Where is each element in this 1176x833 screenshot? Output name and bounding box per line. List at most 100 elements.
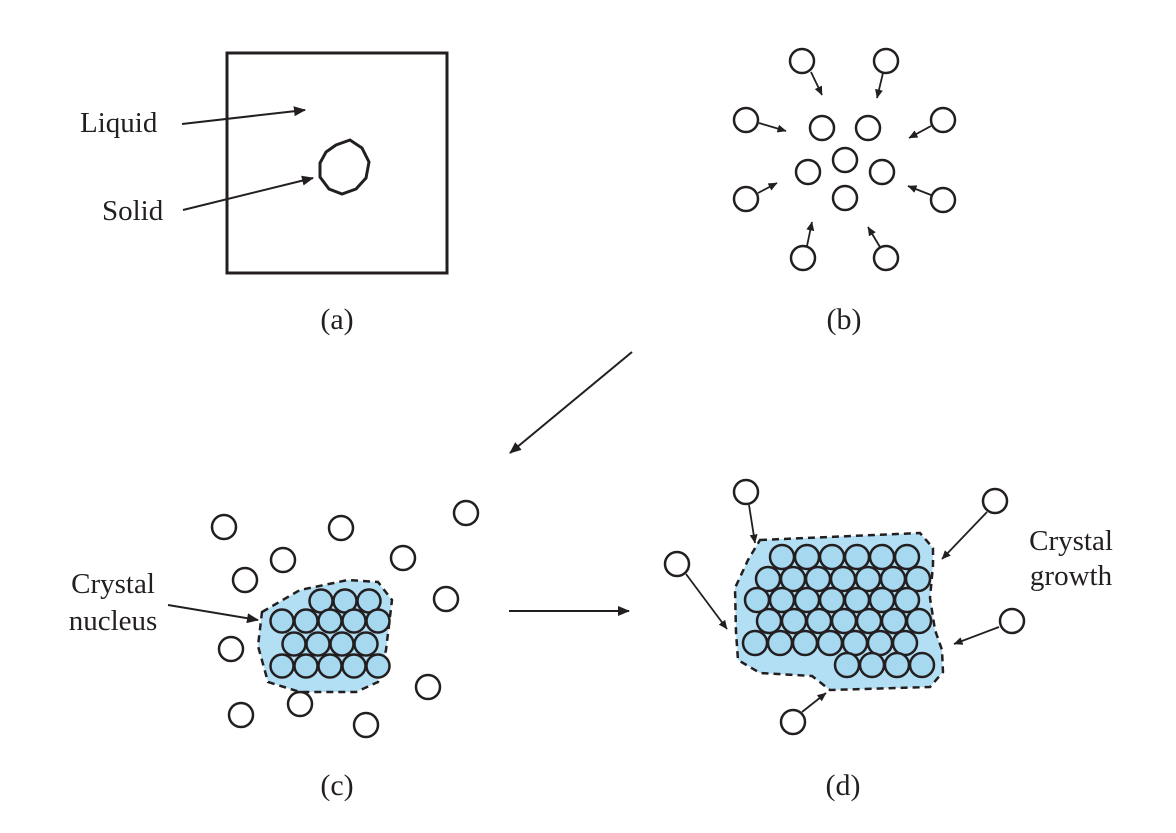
atom: [732, 106, 760, 134]
crystal-atom: [893, 586, 921, 614]
solid-particle: [318, 138, 371, 196]
crystal-atom: [904, 565, 932, 593]
growth-arrow: [685, 573, 728, 630]
crystal-atom: [858, 651, 886, 679]
atom: [998, 607, 1026, 635]
approaching-atoms: [732, 47, 957, 272]
growth-arrow: [953, 626, 1000, 645]
approach-arrow: [867, 226, 881, 248]
atom: [854, 114, 882, 142]
crystal-atom: [341, 653, 367, 679]
panel-c: Crystal nucleus (c): [69, 499, 480, 802]
atom: [227, 701, 255, 729]
growth-arrow: [748, 504, 758, 544]
crystal-atom: [791, 629, 819, 657]
atom: [414, 673, 442, 701]
atom: [327, 514, 355, 542]
crystal-atom: [818, 543, 846, 571]
transition-arrow-b-to-c: [509, 351, 633, 454]
nucleus-label-line1: Crystal: [71, 568, 155, 600]
crystal-atom: [305, 631, 331, 657]
atom: [286, 690, 314, 718]
nucleus-pointer-arrow: [167, 604, 259, 624]
atom: [663, 550, 691, 578]
crystal-atom: [793, 543, 821, 571]
nucleus-label-line2: nucleus: [69, 605, 158, 637]
growth-arrows: [685, 504, 1000, 713]
atom: [269, 546, 297, 574]
liquid-atoms: [210, 499, 480, 739]
atom: [210, 513, 238, 541]
atom: [789, 244, 817, 272]
atom: [872, 47, 900, 75]
crystal-atom: [329, 631, 355, 657]
approach-arrow: [810, 71, 823, 96]
crystal-atom: [353, 631, 379, 657]
liquid-label: Liquid: [80, 107, 158, 139]
atom: [929, 186, 957, 214]
crystal-atom: [905, 607, 933, 635]
crystal-atom: [365, 608, 391, 634]
crystal-atom: [805, 607, 833, 635]
atom: [779, 708, 807, 736]
liquid-container-box: [225, 51, 449, 275]
atom: [231, 566, 259, 594]
caption-b: (b): [827, 303, 862, 336]
crystal-atom: [293, 653, 319, 679]
caption-a: (a): [320, 303, 353, 336]
nucleus-atoms: [269, 588, 391, 679]
crystal-atom: [893, 543, 921, 571]
crystal-atom: [833, 651, 861, 679]
crystal-atom: [780, 607, 808, 635]
crystal-atom: [880, 607, 908, 635]
crystal-atom: [908, 651, 936, 679]
crystal-atom: [855, 607, 883, 635]
growth-label-line2: growth: [1030, 560, 1113, 592]
atom: [872, 244, 900, 272]
crystal-atom: [830, 607, 858, 635]
crystal-atom: [755, 607, 783, 635]
growth-arrow: [941, 511, 988, 560]
atom: [831, 146, 859, 174]
atom: [831, 184, 859, 212]
panel-b: (b): [732, 47, 957, 336]
crystal-atom: [843, 543, 871, 571]
crystal-atom: [891, 629, 919, 657]
approach-arrow: [757, 182, 778, 194]
approach-arrow: [806, 221, 815, 247]
crystal-atom: [766, 629, 794, 657]
atom: [929, 106, 957, 134]
atom: [794, 158, 822, 186]
approach-arrows: [757, 71, 932, 248]
crystal-atom: [341, 608, 367, 634]
atom: [732, 478, 760, 506]
growth-arrow: [801, 692, 827, 713]
crystal-atom: [866, 629, 894, 657]
solid-pointer-arrow: [182, 175, 314, 211]
crystal-atom: [868, 543, 896, 571]
caption-d: (d): [826, 769, 861, 802]
atom: [732, 185, 760, 213]
panel-a: Liquid Solid (a): [80, 51, 449, 336]
approaching-atoms-d: [663, 478, 1026, 736]
cluster-atoms: [794, 114, 896, 212]
atom: [868, 158, 896, 186]
approach-arrow: [875, 72, 884, 99]
crystal-atom: [883, 651, 911, 679]
panel-d: Crystal growth (d): [663, 478, 1113, 802]
atom: [808, 114, 836, 142]
crystal-atom: [741, 629, 769, 657]
caption-c: (c): [320, 769, 353, 802]
atom: [352, 711, 380, 739]
liquid-pointer-arrow: [181, 106, 306, 125]
crystal-atom: [269, 608, 295, 634]
atom: [788, 47, 816, 75]
crystal-atom: [816, 629, 844, 657]
atom: [432, 585, 460, 613]
approach-arrow: [908, 125, 932, 139]
atom: [217, 635, 245, 663]
crystal-atom: [269, 653, 295, 679]
atom: [981, 487, 1009, 515]
approach-arrow: [907, 185, 932, 196]
